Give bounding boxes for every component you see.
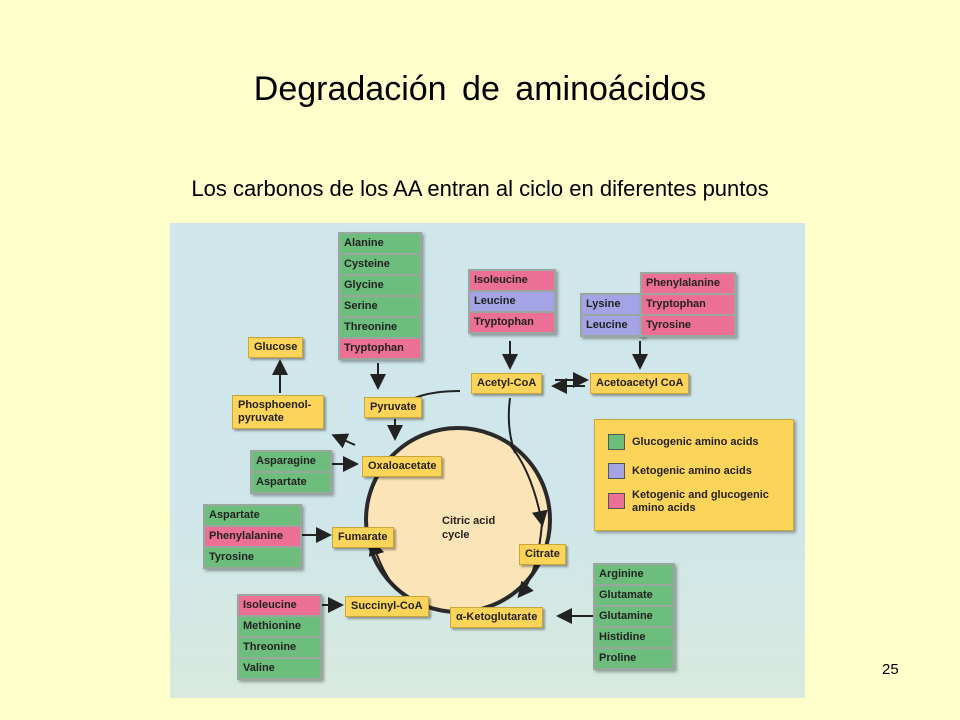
amino-acid-cell: Lysine [582,295,642,314]
amino-acid-cell: Glutamine [595,607,673,626]
legend-label-both: Ketogenic and glucogenic amino acids [632,489,769,514]
amino-acid-degradation-diagram: Glucose Phosphoenol-pyruvate Pyruvate Ac… [170,223,805,698]
page-number: 25 [882,661,899,678]
slide-subtitle: Los carbonos de los AA entran al ciclo e… [191,176,769,201]
amino-acid-cell: Aspartate [205,506,300,525]
oxaloacetate-box: Oxaloacetate [362,456,443,477]
amino-acid-cell: Tryptophan [340,339,420,358]
acetyl-coa-box: Acetyl-CoA [471,373,543,394]
amino-acid-cell: Leucine [470,292,554,311]
amino-acid-cell: Phenylalanine [642,274,734,293]
pyruvate-box: Pyruvate [364,397,423,418]
amino-acid-cell: Isoleucine [470,271,554,290]
pyruvate-label: Pyruvate [370,401,417,413]
amino-acid-cell: Glycine [340,276,420,295]
acetyl-coa-label: Acetyl-CoA [477,377,537,389]
amino-acid-cell: Glutamate [595,586,673,605]
amino-acid-cell: Tryptophan [642,295,734,314]
citric-acid-cycle-label: Citric acid cycle [442,515,496,541]
amino-acid-cell: Valine [239,659,320,678]
alpha-ketoglutarate-label: α-Ketoglutarate [456,611,538,623]
legend-label-ketogenic: Ketogenic amino acids [632,465,752,477]
glucose-box: Glucose [248,337,304,358]
amino-acid-cell: Aspartate [252,473,330,492]
amino-acid-cell: Threonine [239,638,320,657]
acetoacetyl-coa-box: Acetoacetyl CoA [590,373,690,394]
amino-acid-cell: Histidine [595,628,673,647]
legend-swatch-ketogenic [608,463,625,479]
amino-acid-cell: Threonine [340,318,420,337]
alpha-ketoglutarate-box: α-Ketoglutarate [450,607,544,628]
acetoacetyl-coa-label: Acetoacetyl CoA [596,377,684,389]
amino-acid-cell: Tryptophan [470,313,554,332]
succinyl-coa-label: Succinyl-CoA [351,600,423,612]
legend-label-glucogenic: Glucogenic amino acids [632,436,759,448]
citrate-label: Citrate [525,548,560,560]
fumarate-box: Fumarate [332,527,394,548]
citrate-box: Citrate [519,544,566,565]
amino-acid-cell: Tyrosine [642,316,734,335]
oxaloacetate-label: Oxaloacetate [368,460,437,472]
fumarate-label: Fumarate [338,531,388,543]
amino-acid-cell: Alanine [340,234,420,253]
amino-acid-cell: Cysteine [340,255,420,274]
amino-acid-cell: Methionine [239,617,320,636]
amino-acid-cell: Tyrosine [205,548,300,567]
amino-acid-cell: Arginine [595,565,673,584]
succinyl-coa-box: Succinyl-CoA [345,596,429,617]
amino-acid-cell: Isoleucine [239,596,320,615]
amino-acid-cell: Asparagine [252,452,330,471]
amino-acid-cell: Serine [340,297,420,316]
legend-swatch-glucogenic [608,434,625,450]
glucose-label: Glucose [254,341,298,353]
phosphoenolpyruvate-label: Phosphoenol-pyruvate [238,399,312,424]
legend-swatch-both [608,493,625,509]
slide-title: Degradación de aminoácidos [253,70,707,108]
amino-acid-cell: Proline [595,649,673,668]
amino-acid-cell: Phenylalanine [205,527,300,546]
phosphoenolpyruvate-box: Phosphoenol-pyruvate [232,395,324,429]
amino-acid-cell: Leucine [582,316,642,335]
legend: Glucogenic amino acids Ketogenic amino a… [594,419,794,531]
